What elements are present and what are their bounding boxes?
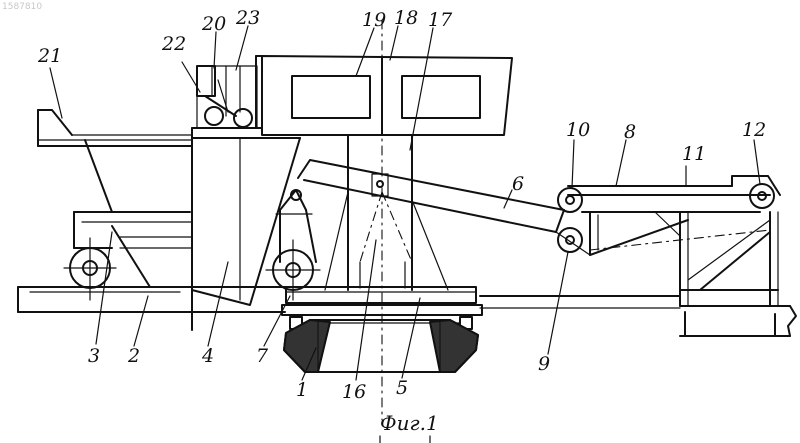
foundation-base	[284, 320, 478, 372]
hinge-joint	[556, 228, 590, 255]
label-6: 6	[512, 173, 524, 195]
label-1: 1	[296, 379, 308, 401]
label-23: 23	[235, 7, 260, 29]
label-7: 7	[256, 345, 269, 367]
label-22: 22	[161, 33, 186, 55]
label-10: 10	[566, 119, 590, 141]
label-19: 19	[362, 9, 386, 31]
label-12: 12	[742, 119, 766, 141]
label-4: 4	[201, 345, 214, 367]
label-20: 20	[201, 13, 226, 35]
label-16: 16	[342, 381, 366, 403]
upper-housing	[256, 56, 512, 135]
label-9: 9	[538, 353, 550, 375]
tower	[325, 135, 448, 290]
figure-caption: Фиг.1	[380, 411, 439, 435]
hopper-body	[38, 110, 192, 287]
label-3: 3	[88, 345, 100, 367]
label-2: 2	[127, 345, 140, 367]
reference-numerals: 21 22 20 23 19 18 17 10 8 11 12 6 3 2 4 …	[37, 7, 766, 403]
horizontal-conveyor	[558, 176, 780, 255]
bunker	[192, 128, 300, 330]
label-17: 17	[428, 9, 453, 31]
conveyor-frame	[590, 212, 778, 306]
drive-assembly	[197, 66, 257, 128]
label-11: 11	[682, 143, 706, 165]
label-8: 8	[624, 121, 636, 143]
document-id: 1587810	[2, 2, 42, 12]
label-5: 5	[396, 377, 408, 399]
support-arm	[266, 190, 320, 300]
hopper-wheel	[64, 238, 116, 300]
leader-lines	[50, 26, 760, 380]
label-18: 18	[394, 7, 418, 29]
inclined-conveyor	[298, 160, 564, 232]
label-21: 21	[37, 45, 62, 67]
